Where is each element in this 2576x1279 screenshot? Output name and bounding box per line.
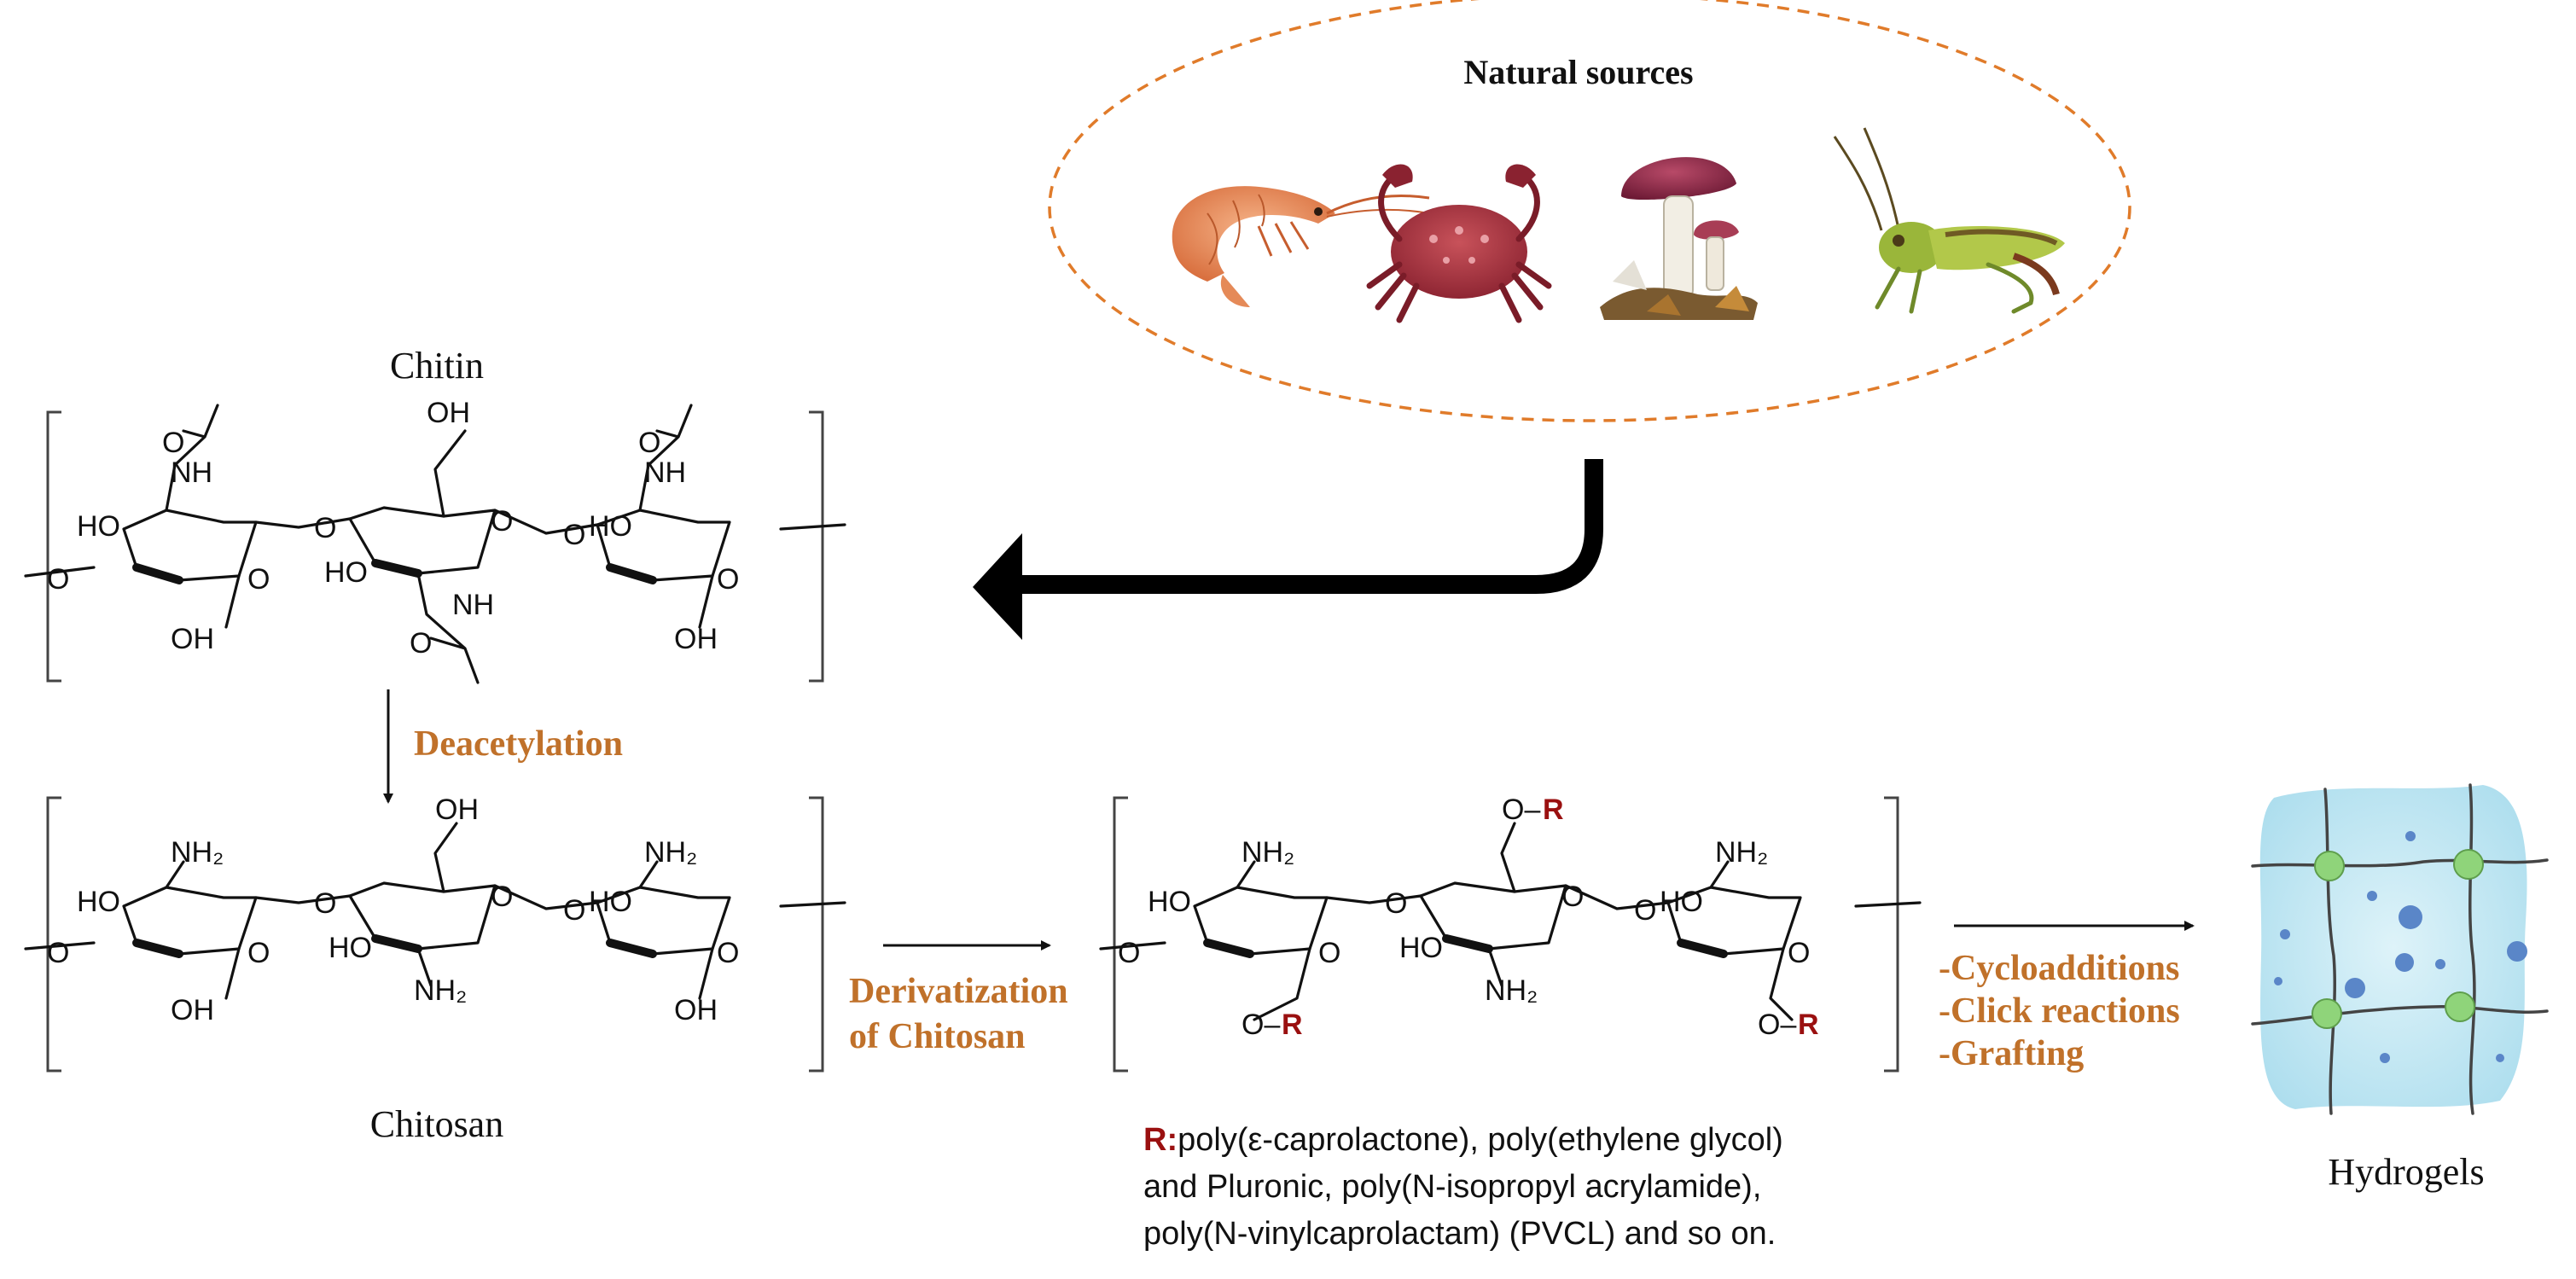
derivative-or-1-o: O– <box>1241 1009 1280 1041</box>
crab-icon <box>1366 164 1552 323</box>
chitosan-o-ring2: O <box>491 881 513 913</box>
derivative-structure: NH₂ HO O O O– R O O– R O HO NH₂ O NH₂ HO… <box>1099 794 1922 1073</box>
chitosan-structure: NH₂ HO O O OH O OH O HO NH₂ O NH₂ HO O O… <box>24 794 846 1073</box>
chitosan-o-link2: O <box>563 894 585 927</box>
chitin-o-acetyl: O <box>410 627 432 660</box>
chitin-o-link2: O <box>563 519 585 551</box>
natural-sources-ellipse <box>1048 0 2131 422</box>
chitin-o-term: O <box>47 563 69 596</box>
chitin-oh-2: OH <box>427 397 470 429</box>
chitosan-nh2-3: NH₂ <box>644 836 697 869</box>
chitin-o-ring2: O <box>491 505 513 538</box>
hydrogel-body <box>2259 785 2527 1109</box>
reaction-click: -Click reactions <box>1939 991 2180 1031</box>
chitin-ho-1: HO <box>77 510 120 543</box>
derivative-o-link2: O <box>1634 894 1656 927</box>
chitin-oh-3: OH <box>674 623 718 655</box>
derivative-r-1: R <box>1282 1009 1303 1041</box>
crosslink-node <box>2453 849 2484 880</box>
chitin-structure: NH HO O O OH O OH O HO NH O O NH HO O OH… <box>24 397 846 684</box>
derivative-o-ring2: O <box>1561 881 1584 913</box>
derivative-or-2-o: O– <box>1502 794 1540 826</box>
sources-to-chitin-arrow <box>973 459 1603 640</box>
chitin-nh-1: NH <box>171 456 212 489</box>
derivative-r-2: R <box>1543 794 1564 826</box>
derivative-ho-1: HO <box>1148 886 1191 918</box>
r-group-note: R:poly(ε-caprolactone), poly(ethylene gl… <box>1143 1122 1783 1252</box>
chitosan-o-ring3: O <box>717 937 739 969</box>
chitosan-oh-3: OH <box>674 994 718 1026</box>
derivatization-label-line1: Derivatization <box>849 972 1068 1011</box>
crosslink-node <box>2314 851 2345 881</box>
chitin-o-ring1: O <box>247 563 270 596</box>
chitin-o-carbonyl-3: O <box>638 427 660 459</box>
svg-text:R:poly(ε-caprolactone), poly(e: R:poly(ε-caprolactone), poly(ethylene gl… <box>1143 1122 1783 1158</box>
derivative-or-3-o: O– <box>1758 1009 1796 1041</box>
derivative-nh2-3: NH₂ <box>1715 836 1768 869</box>
chitin-label: Chitin <box>390 345 484 387</box>
chitin-o-ring3: O <box>717 563 739 596</box>
chitosan-oh-2: OH <box>435 794 479 826</box>
derivative-o-ring1: O <box>1318 937 1340 969</box>
natural-sources-title: Natural sources <box>1463 53 1693 91</box>
r-note-line2: and Pluronic, poly(N-isopropyl acrylamid… <box>1143 1169 1761 1205</box>
derivatization-label-line2: of Chitosan <box>849 1017 1026 1056</box>
chitin-ho-2: HO <box>324 556 368 589</box>
r-note-line1: poly(ε-caprolactone), poly(ethylene glyc… <box>1178 1122 1783 1158</box>
chitosan-nh2-2: NH₂ <box>414 974 467 1007</box>
chitin-nh-3: NH <box>644 456 686 489</box>
derivative-nh2-1: NH₂ <box>1241 836 1294 869</box>
chitosan-label: Chitosan <box>370 1103 503 1145</box>
mushroom-icon <box>1600 157 1758 320</box>
crosslink-node <box>2445 991 2475 1022</box>
chitosan-ho-1: HO <box>77 886 120 918</box>
r-note-label: R: <box>1143 1122 1178 1158</box>
derivative-r-3: R <box>1798 1009 1819 1041</box>
chitosan-o-link1: O <box>314 887 336 920</box>
chitosan-oh-1: OH <box>171 994 214 1026</box>
deacetylation-label: Deacetylation <box>414 724 623 764</box>
chitin-oh-1: OH <box>171 623 214 655</box>
chitosan-nh2-1: NH₂ <box>171 836 224 869</box>
crosslink-node <box>2311 998 2342 1029</box>
natural-sources-group: Natural sources <box>1048 0 2131 422</box>
reaction-cycloadditions: -Cycloadditions <box>1939 949 2179 988</box>
chitin-nh-2: NH <box>452 589 494 621</box>
chitin-o-carbonyl-1: O <box>162 427 184 459</box>
chitosan-o-term: O <box>47 937 69 969</box>
derivative-o-ring3: O <box>1788 937 1810 969</box>
chitosan-ho-3: HO <box>589 886 632 918</box>
reaction-grafting: -Grafting <box>1939 1034 2084 1073</box>
derivative-ho-2: HO <box>1399 932 1443 964</box>
chitin-ho-3: HO <box>589 510 632 543</box>
chitosan-o-ring1: O <box>247 937 270 969</box>
derivative-ho-3: HO <box>1660 886 1703 918</box>
derivative-nh2-2: NH₂ <box>1485 974 1538 1007</box>
hydrogel-illustration <box>2251 783 2549 1115</box>
shrimp-icon <box>1172 186 1430 307</box>
hydrogels-label: Hydrogels <box>2328 1151 2484 1193</box>
grasshopper-icon <box>1833 127 2065 314</box>
chitin-o-link1: O <box>314 512 336 544</box>
derivative-o-term: O <box>1118 937 1140 969</box>
derivative-o-link1: O <box>1385 887 1407 920</box>
r-note-line3: poly(N-vinylcaprolactam) (PVCL) and so o… <box>1143 1216 1776 1252</box>
chitosan-ho-2: HO <box>329 932 372 964</box>
